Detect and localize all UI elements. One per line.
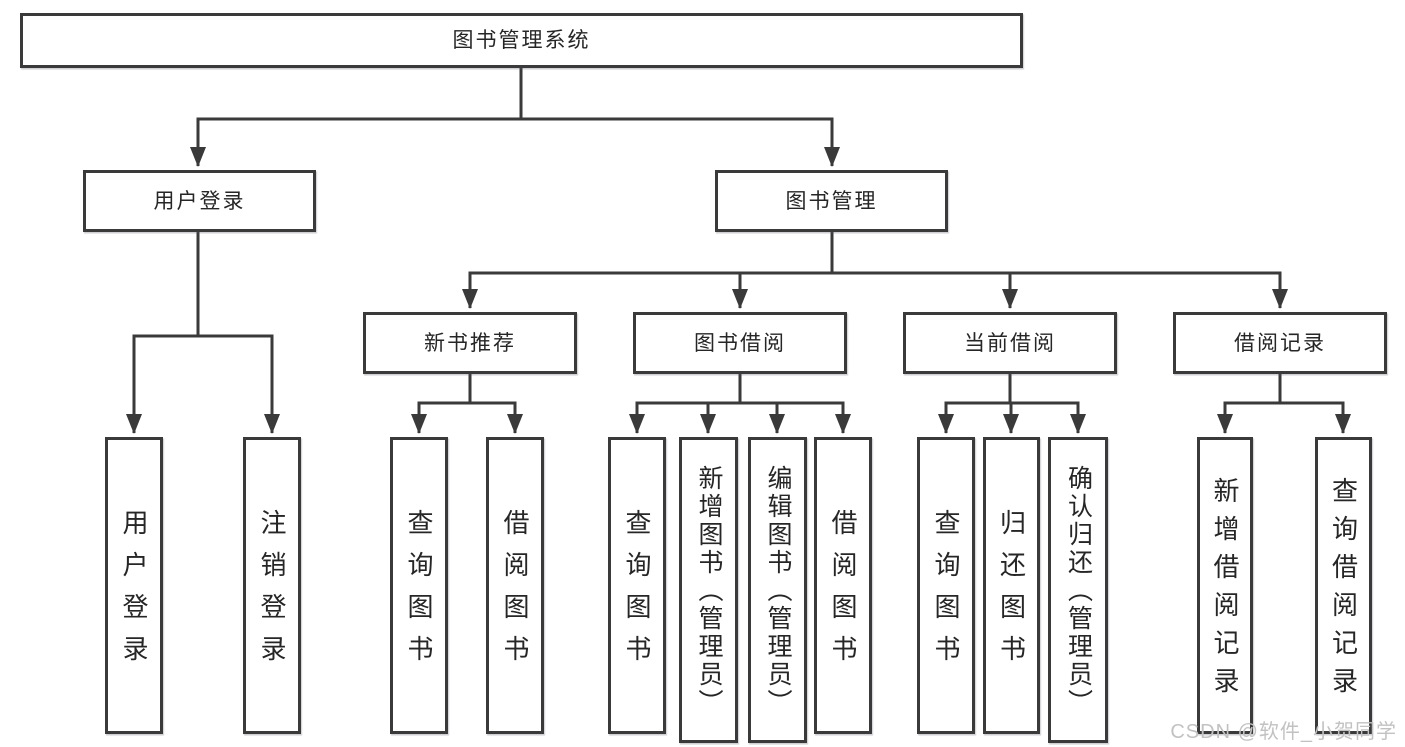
node-leaf-cb-return-books: 归还图书 — [983, 437, 1040, 734]
node-label: 用户登录 — [119, 508, 149, 677]
node-borrowing-records: 借阅记录 — [1173, 312, 1387, 374]
node-label: 编辑图书（管理员） — [764, 465, 792, 717]
node-book-management: 图书管理 — [715, 170, 948, 232]
node-leaf-bb-borrow-books: 借阅图书 — [814, 437, 872, 734]
node-leaf-rec-query-books: 查询图书 — [390, 437, 448, 734]
node-current-borrowing: 当前借阅 — [903, 312, 1117, 374]
node-leaf-br-add-record: 新增借阅记录 — [1197, 437, 1253, 734]
node-label: 归还图书 — [996, 508, 1027, 677]
csdn-watermark: CSDN @软件_小贺同学 — [1170, 721, 1397, 743]
node-leaf-cb-query-books: 查询图书 — [917, 437, 975, 734]
node-label: 用户登录 — [153, 189, 246, 213]
node-leaf-bb-edit-books-admin: 编辑图书（管理员） — [748, 437, 807, 743]
node-leaf-br-query-record: 查询借阅记录 — [1315, 437, 1372, 734]
node-label: 图书管理系统 — [452, 29, 591, 52]
node-label: 注销登录 — [257, 508, 287, 677]
node-label: 借阅记录 — [1234, 331, 1326, 355]
node-book-borrowing: 图书借阅 — [633, 312, 847, 374]
node-label: 新书推荐 — [424, 331, 516, 355]
node-label: 确认归还（管理员） — [1064, 465, 1093, 717]
node-leaf-bb-add-books-admin: 新增图书（管理员） — [679, 437, 738, 743]
node-label: 借阅图书 — [500, 508, 530, 677]
node-leaf-user-login: 用户登录 — [105, 437, 163, 734]
node-library-management-system: 图书管理系统 — [20, 13, 1023, 68]
node-label: 借阅图书 — [828, 508, 858, 677]
node-label: 新增图书（管理员） — [695, 465, 723, 717]
node-label: 新增借阅记录 — [1210, 476, 1240, 705]
node-label: 查询图书 — [931, 508, 961, 677]
node-leaf-logout: 注销登录 — [243, 437, 301, 734]
node-label: 图书借阅 — [694, 331, 786, 355]
node-label: 图书管理 — [785, 189, 878, 213]
node-label: 查询图书 — [404, 508, 434, 677]
node-new-book-recommendation: 新书推荐 — [363, 312, 577, 374]
node-leaf-bb-query-books: 查询图书 — [608, 437, 666, 734]
node-label: 查询图书 — [622, 508, 652, 677]
node-user-login: 用户登录 — [83, 170, 316, 232]
node-label: 查询借阅记录 — [1328, 476, 1359, 705]
node-leaf-rec-borrow-books: 借阅图书 — [486, 437, 544, 734]
node-leaf-cb-confirm-return-admin: 确认归还（管理员） — [1048, 437, 1108, 743]
node-label: 当前借阅 — [964, 331, 1056, 355]
